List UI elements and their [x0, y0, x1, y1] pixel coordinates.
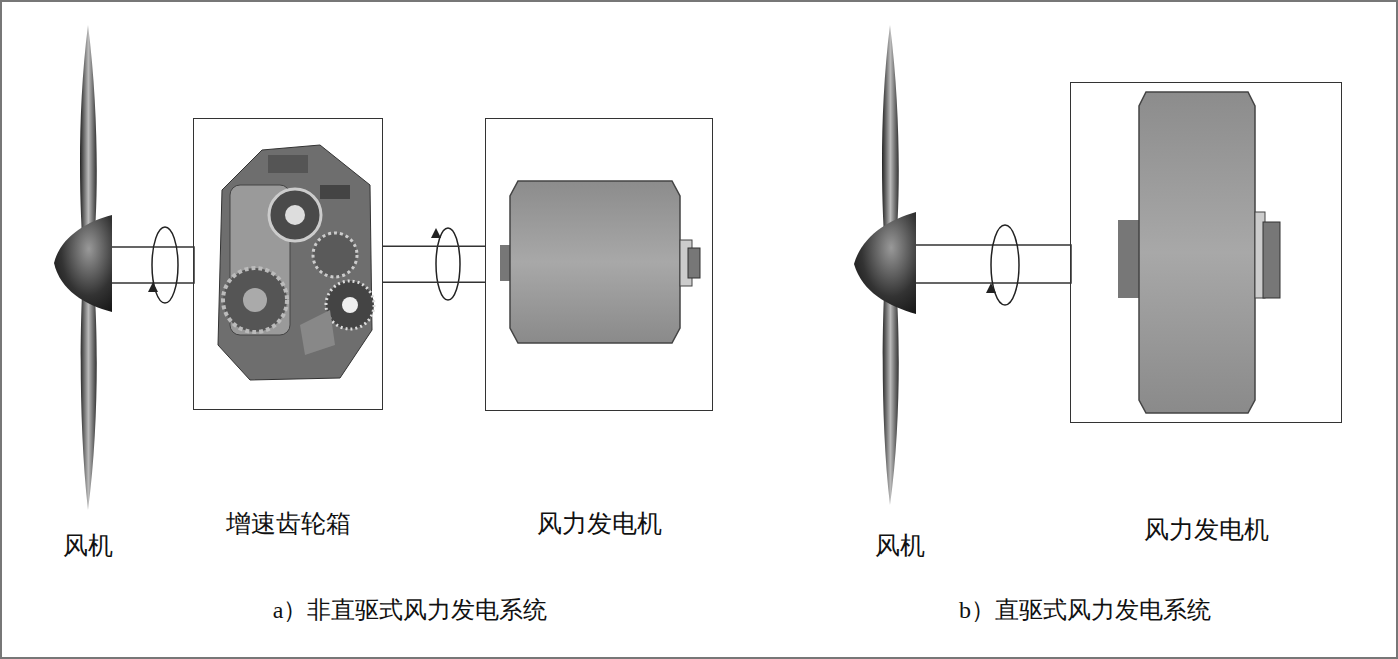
turbine-label: 风机: [875, 529, 925, 562]
subcaption: a）非直驱式风力发电系统: [273, 594, 548, 626]
wind-turbine: [854, 25, 1071, 505]
wind-turbine: [54, 25, 194, 510]
node-label: 风力发电机: [1144, 513, 1269, 546]
generator-box: 风力发电机: [1070, 82, 1342, 423]
generator-drum: [431, 181, 700, 343]
generator-drum: [1118, 92, 1280, 413]
gearbox-box: 增速齿轮箱: [193, 118, 383, 410]
turbine-label: 风机: [63, 529, 113, 562]
subcaption: b）直驱式风力发电系统: [959, 594, 1211, 626]
gearbox-illustration: [218, 145, 374, 380]
shaft-connector: [383, 246, 485, 282]
node-label: 增速齿轮箱: [226, 507, 351, 540]
node-label: 风力发电机: [537, 507, 662, 540]
generator-box: 风力发电机: [485, 118, 713, 411]
